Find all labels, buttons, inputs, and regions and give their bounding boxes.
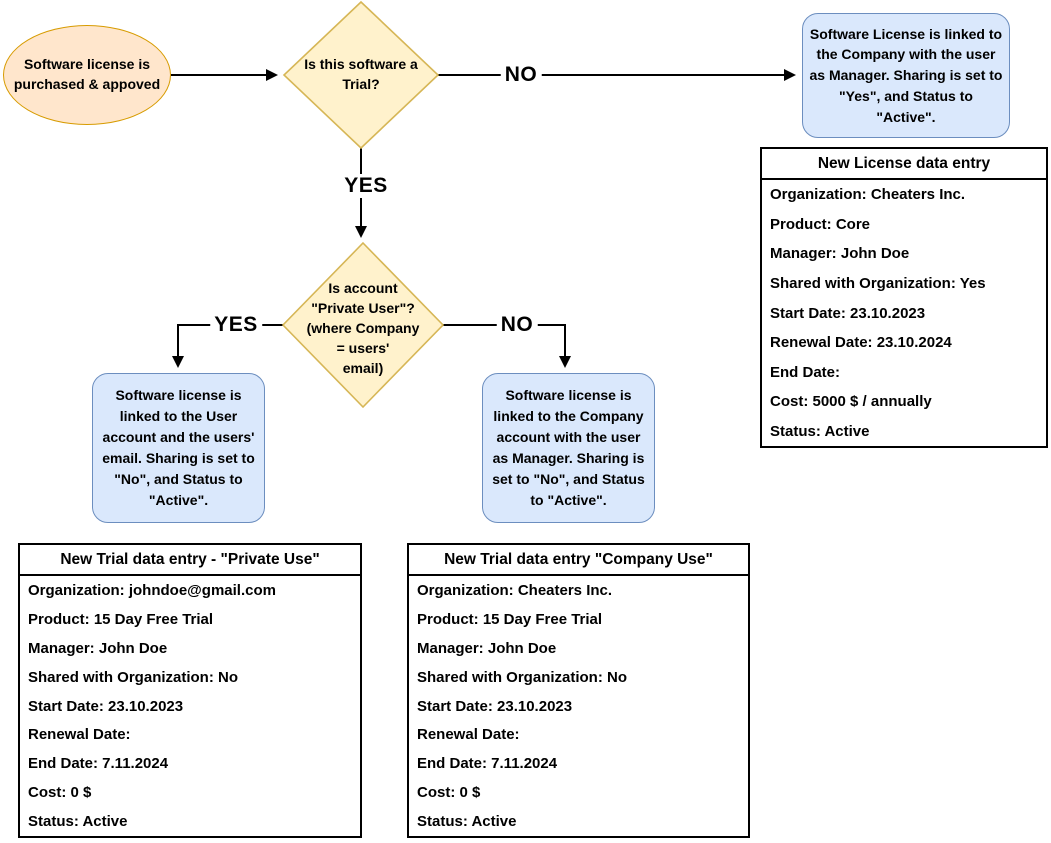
decision-diamond-private-user	[281, 241, 445, 409]
table-row: Organization: johndoe@gmail.com	[28, 581, 276, 599]
table-row: Renewal Date:	[417, 726, 520, 744]
table-row: Status: Active	[28, 813, 128, 831]
table-row: Organization: Cheaters Inc.	[770, 186, 966, 204]
table-row: End Date: 7.11.2024	[28, 755, 169, 773]
table-row: Renewal Date: 23.10.2024	[770, 334, 952, 352]
edge-label-no-top: NO	[500, 63, 542, 87]
result-box-company-use: Software license is linked to the Compan…	[482, 373, 655, 523]
result-box-private-use: Software license is linked to the User a…	[92, 373, 265, 523]
edge-label-yes-down: YES	[340, 174, 392, 198]
decision-trial-label: Is this software a Trial?	[304, 56, 418, 92]
table-row: End Date: 7.11.2024	[417, 755, 558, 773]
table-row: Shared with Organization: Yes	[770, 274, 986, 292]
table-trial-private-use: New Trial data entry - "Private Use" Org…	[18, 543, 362, 838]
table-title: New License data entry	[762, 149, 1046, 180]
table-row: Status: Active	[417, 813, 517, 831]
edge-label-no-right: NO	[496, 313, 538, 337]
table-row: End Date:	[770, 363, 841, 381]
edge-label-yes-left: YES	[210, 313, 262, 337]
table-row: Organization: Cheaters Inc.	[417, 581, 613, 599]
table-row: Manager: John Doe	[417, 639, 557, 657]
edge-private-no	[443, 324, 571, 368]
table-row: Product: 15 Day Free Trial	[417, 610, 603, 628]
table-row: Manager: John Doe	[770, 245, 910, 263]
table-new-license: New License data entry Organization: Che…	[760, 147, 1048, 448]
table-row: Status: Active	[770, 422, 870, 440]
table-row: Start Date: 23.10.2023	[417, 697, 573, 715]
table-body: Organization: Cheaters Inc. Product: 15 …	[409, 576, 748, 836]
table-title: New Trial data entry "Company Use"	[409, 545, 748, 576]
table-row: Cost: 0 $	[28, 784, 92, 802]
table-row: Start Date: 23.10.2023	[770, 304, 926, 322]
decision-private-user-label: Is account "Private User"? (where Compan…	[306, 279, 420, 377]
decision-diamond-trial	[282, 0, 440, 150]
table-row: Shared with Organization: No	[28, 668, 239, 686]
table-row: Product: Core	[770, 215, 871, 233]
table-body: Organization: Cheaters Inc. Product: Cor…	[762, 180, 1046, 446]
table-row: Cost: 5000 $ / annually	[770, 393, 932, 411]
table-title: New Trial data entry - "Private Use"	[20, 545, 360, 576]
table-row: Shared with Organization: No	[417, 668, 628, 686]
table-body: Organization: johndoe@gmail.com Product:…	[20, 576, 360, 836]
result-box-license: Software License is linked to the Compan…	[802, 13, 1010, 138]
table-row: Start Date: 23.10.2023	[28, 697, 184, 715]
table-row: Product: 15 Day Free Trial	[28, 610, 214, 628]
table-row: Cost: 0 $	[417, 784, 481, 802]
start-node: Software license is purchased & appoved	[3, 25, 171, 125]
table-row: Renewal Date:	[28, 726, 131, 744]
table-trial-company-use: New Trial data entry "Company Use" Organ…	[407, 543, 750, 838]
table-row: Manager: John Doe	[28, 639, 168, 657]
